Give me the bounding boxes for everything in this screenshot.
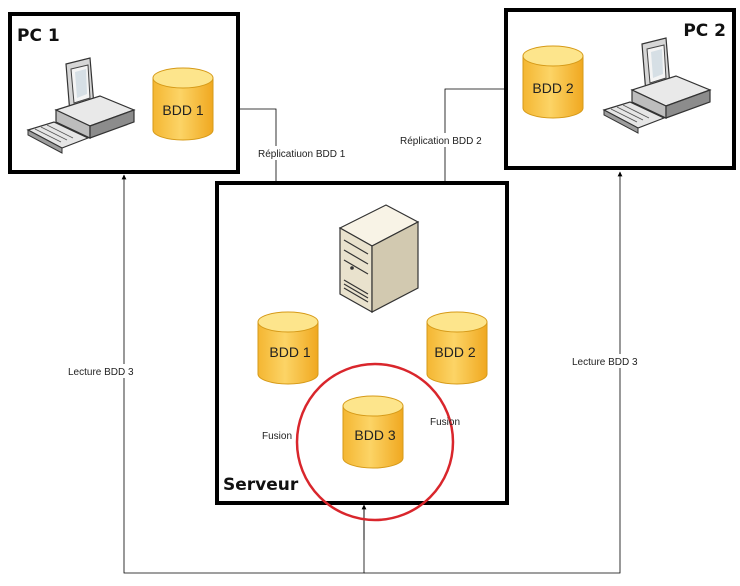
edge-labels: Réplicatiuon BDD 1 Réplication BDD 2 Fus… [66, 133, 644, 442]
server-box: Serveur BDD 1 BDD 2 BDD 3 [215, 181, 509, 505]
pc1-bdd-label: BDD 1 [162, 102, 203, 118]
pc1-box: PC 1 BDD 1 [8, 12, 240, 174]
highlight-circle [295, 362, 455, 522]
pc2-title: PC 2 [683, 21, 726, 41]
pc2-bdd-label: BDD 2 [532, 80, 573, 96]
server-bdd2-label: BDD 2 [434, 344, 475, 360]
pc1-title: PC 1 [17, 26, 60, 46]
fusion-2-label: Fusion [430, 417, 460, 428]
read-bdd3-right-label: Lecture BDD 3 [572, 357, 638, 368]
replication-2-label: Réplication BDD 2 [400, 136, 482, 147]
fusion-1-label: Fusion [262, 431, 292, 442]
server-bdd1-label: BDD 1 [269, 344, 310, 360]
server-tower-icon [338, 204, 420, 314]
server-bdd3-label: BDD 3 [354, 427, 395, 443]
replication-1-label: Réplicatiuon BDD 1 [258, 149, 346, 160]
pc2-box: PC 2 BDD 2 [504, 8, 736, 170]
server-title: Serveur [223, 475, 299, 495]
read-bdd3-right-connector [364, 171, 623, 574]
read-bdd3-left-label: Lecture BDD 3 [68, 367, 134, 378]
